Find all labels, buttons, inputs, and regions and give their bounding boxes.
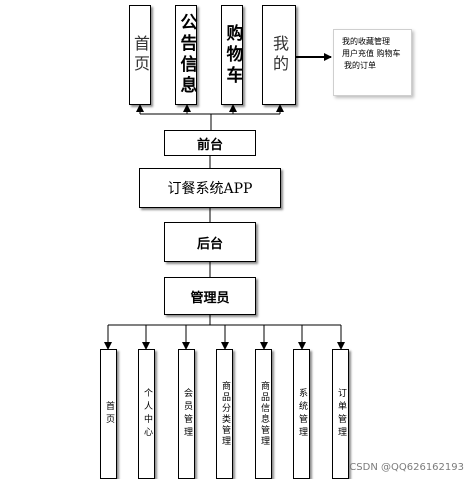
note-line: 我的收藏管理 bbox=[342, 37, 390, 46]
tab-home-label: 首页 bbox=[131, 35, 150, 75]
app-label: 订餐系统APP bbox=[167, 181, 253, 197]
admin-func-members: 会员管理 bbox=[178, 349, 195, 479]
tab-mine-label: 我的 bbox=[270, 35, 289, 75]
admin-func-categories: 商品分类管理 bbox=[216, 349, 233, 479]
frontend-label: 前台 bbox=[196, 137, 223, 153]
admin-func-label: 个人中心 bbox=[142, 388, 152, 440]
admin-func-products: 商品信息管理 bbox=[255, 349, 272, 479]
admin-func-personal-center: 个人中心 bbox=[138, 349, 155, 479]
tab-announcements-label: 公告信息 bbox=[176, 13, 197, 97]
mine-submenu-note: 我的收藏管理 用户充值 购物车 我的订单 bbox=[333, 29, 412, 96]
app-node: 订餐系统APP bbox=[139, 168, 281, 208]
tab-cart: 购物车 bbox=[221, 5, 243, 105]
admin-func-label: 系统管理 bbox=[297, 388, 307, 440]
admin-func-label: 商品信息管理 bbox=[259, 381, 269, 447]
backend-label: 后台 bbox=[196, 236, 223, 252]
admin-func-system: 系统管理 bbox=[293, 349, 310, 479]
tab-mine: 我的 bbox=[262, 5, 296, 105]
admin-func-label: 订单管理 bbox=[336, 388, 346, 440]
note-line: 用户充值 购物车 bbox=[342, 49, 401, 58]
admin-func-home: 首页 bbox=[100, 349, 117, 479]
watermark: CSDN @QQ626162193 bbox=[349, 462, 464, 473]
note-line: 我的订单 bbox=[344, 61, 376, 70]
admin-func-label: 首页 bbox=[104, 401, 114, 427]
admin-func-label: 商品分类管理 bbox=[220, 381, 230, 447]
admin-func-orders: 订单管理 bbox=[332, 349, 349, 479]
admin-node: 管理员 bbox=[164, 277, 256, 315]
admin-func-label: 会员管理 bbox=[182, 388, 192, 440]
tab-home: 首页 bbox=[129, 5, 151, 105]
frontend-node: 前台 bbox=[164, 130, 256, 156]
tab-announcements: 公告信息 bbox=[175, 5, 197, 105]
admin-label: 管理员 bbox=[190, 290, 230, 306]
tab-cart-label: 购物车 bbox=[222, 23, 243, 87]
backend-node: 后台 bbox=[164, 222, 256, 262]
